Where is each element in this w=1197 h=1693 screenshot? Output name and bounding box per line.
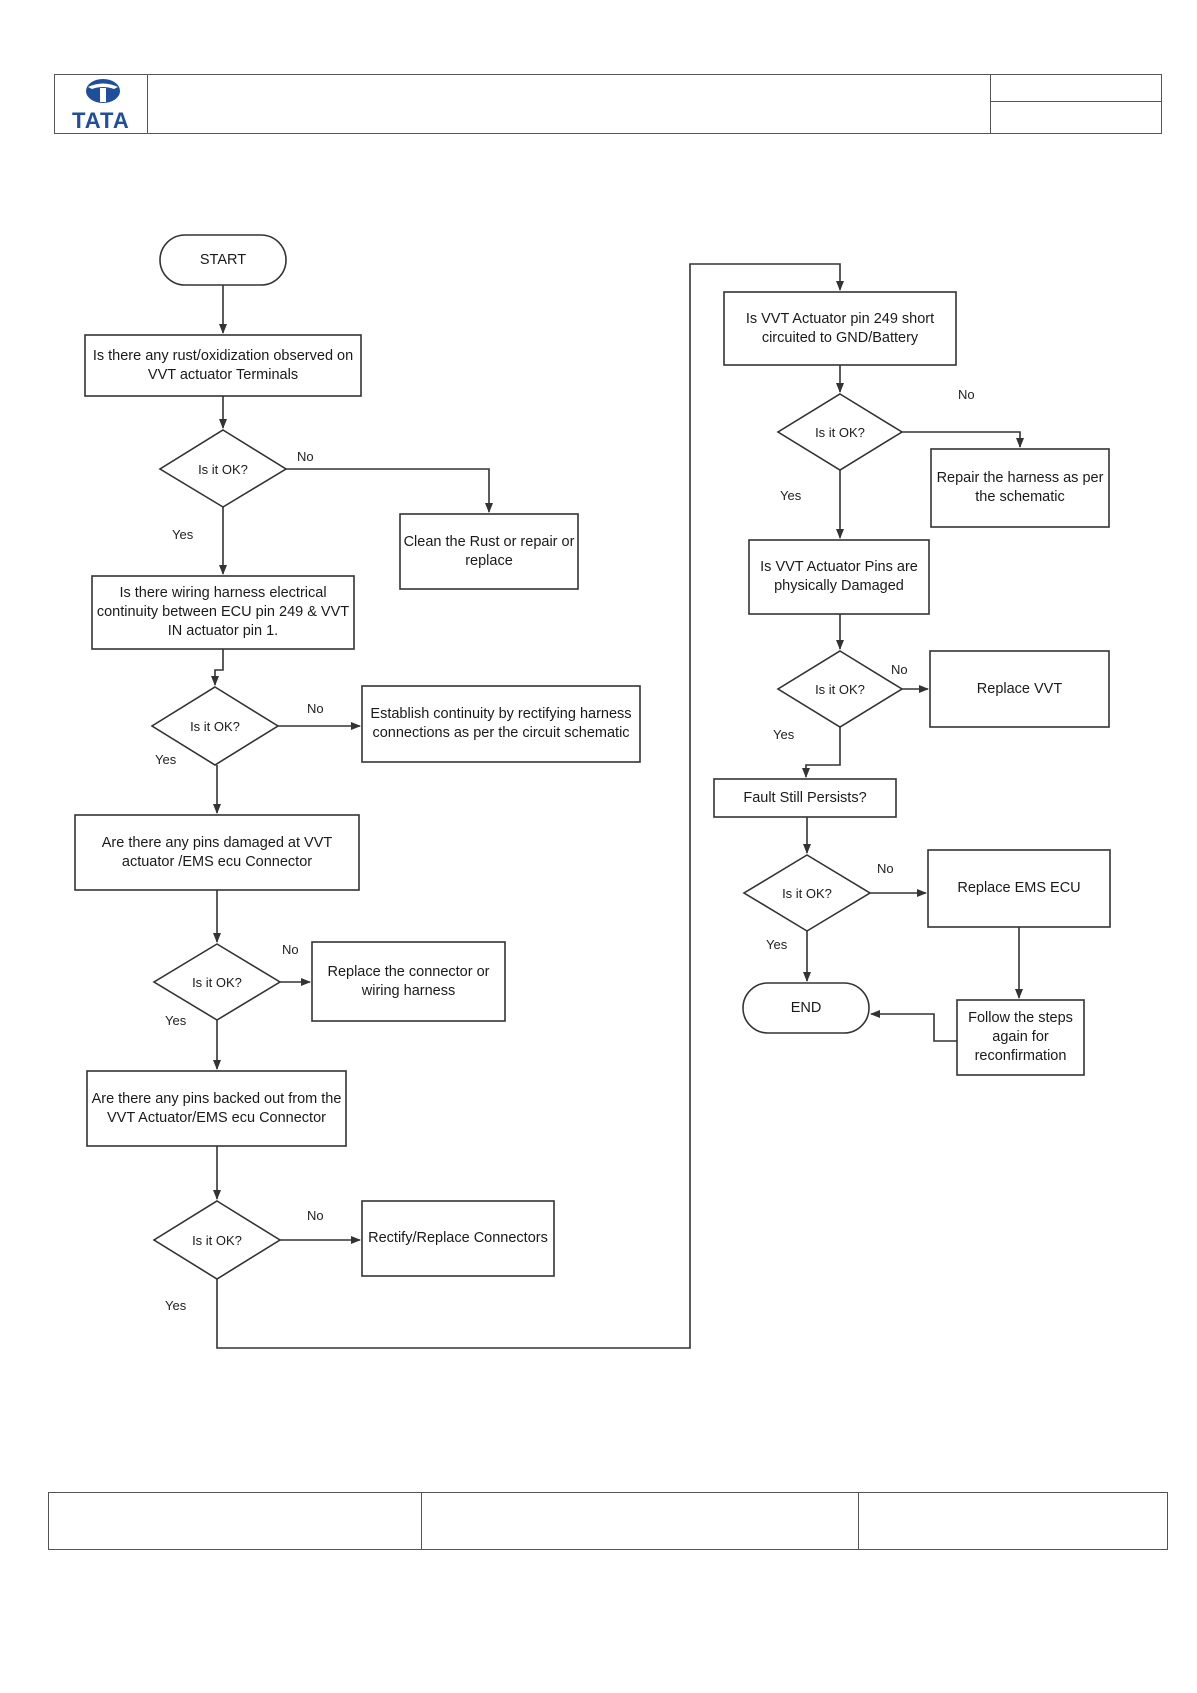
box-continuity (91, 575, 355, 650)
d5-yes-label: Yes (780, 488, 802, 503)
start-label: START (199, 251, 247, 268)
box-pins-backed (86, 1070, 347, 1147)
rectify-action: Rectify/Replace Connectors (368, 1230, 548, 1246)
d5-no-label: No (958, 387, 975, 402)
header-right-cell-bottom (990, 101, 1162, 134)
decision-1-label: Is it OK? (198, 461, 248, 477)
tata-logo-icon (86, 79, 120, 103)
d3-yes-label: Yes (165, 1013, 187, 1028)
box-replace-vvt (929, 650, 1110, 728)
pins-backed-question: Are there any pins backed out from the V… (91, 1090, 342, 1126)
box-replace-ecu (927, 849, 1111, 928)
rust-question: Is there any rust/oxidization observed o… (92, 347, 354, 383)
logo-text: TATA (72, 108, 130, 133)
d3-no-label: No (282, 942, 299, 957)
box-clean (399, 513, 579, 590)
continuity-question: Is there wiring harness electrical conti… (96, 585, 350, 639)
d4-no-label: No (307, 1208, 324, 1223)
d7-no-label: No (877, 861, 894, 876)
decision-2 (150, 686, 280, 766)
d6-no-label: No (891, 662, 908, 677)
short-question: Is VVT Actuator pin 249 short circuited … (745, 310, 935, 346)
replace-ecu-action: Replace EMS ECU (957, 880, 1081, 896)
replace-connector-action: Replace the connector or wiring harness (327, 963, 490, 999)
footer-right-cell (858, 1492, 1168, 1550)
box-fault (713, 778, 897, 818)
pins-damaged-question: Are there any pins damaged at VVT actuat… (101, 834, 333, 870)
decision-3-label: Is it OK? (192, 974, 242, 990)
box-repair-harness (930, 448, 1110, 528)
decision-5-label: Is it OK? (815, 424, 865, 440)
fault-question: Fault Still Persists? (743, 789, 867, 806)
box-establish (361, 685, 641, 763)
end-label: END (790, 999, 822, 1016)
replace-vvt-action: Replace VVT (976, 680, 1063, 697)
d4-yes-label: Yes (165, 1298, 187, 1313)
box-follow (956, 999, 1085, 1076)
phys-damaged-question: Is VVT Actuator Pins are physically Dama… (760, 559, 918, 594)
d2-no-label: No (307, 701, 324, 716)
d2-yes-label: Yes (155, 752, 177, 767)
end-terminator (742, 982, 870, 1034)
d7-yes-label: Yes (766, 937, 788, 952)
decision-4-label: Is it OK? (192, 1232, 242, 1248)
clean-action: Clean the Rust or repair or replace (403, 533, 575, 569)
footer-mid-cell (421, 1492, 859, 1550)
establish-action: Establish continuity by rectifying harne… (370, 706, 632, 741)
box-rust (84, 334, 362, 397)
d6-yes-label: Yes (773, 727, 795, 742)
header-logo-cell (54, 74, 148, 134)
box-pins-damaged (74, 814, 360, 891)
box-short (723, 291, 957, 366)
box-phys-damaged (748, 539, 930, 615)
repair-harness-action: Repair the harness as per the schematic (936, 470, 1104, 505)
footer-left-cell (48, 1492, 422, 1550)
d1-no-label: No (297, 449, 314, 464)
decision-6-label: Is it OK? (815, 681, 865, 697)
box-rectify (361, 1200, 555, 1277)
follow-action: Follow the steps again for reconfirmatio… (968, 1010, 1073, 1064)
decision-2-label: Is it OK? (190, 718, 240, 734)
d1-yes-label: Yes (172, 527, 194, 542)
decision-7-label: Is it OK? (782, 885, 832, 901)
box-replace-connector (311, 941, 506, 1022)
